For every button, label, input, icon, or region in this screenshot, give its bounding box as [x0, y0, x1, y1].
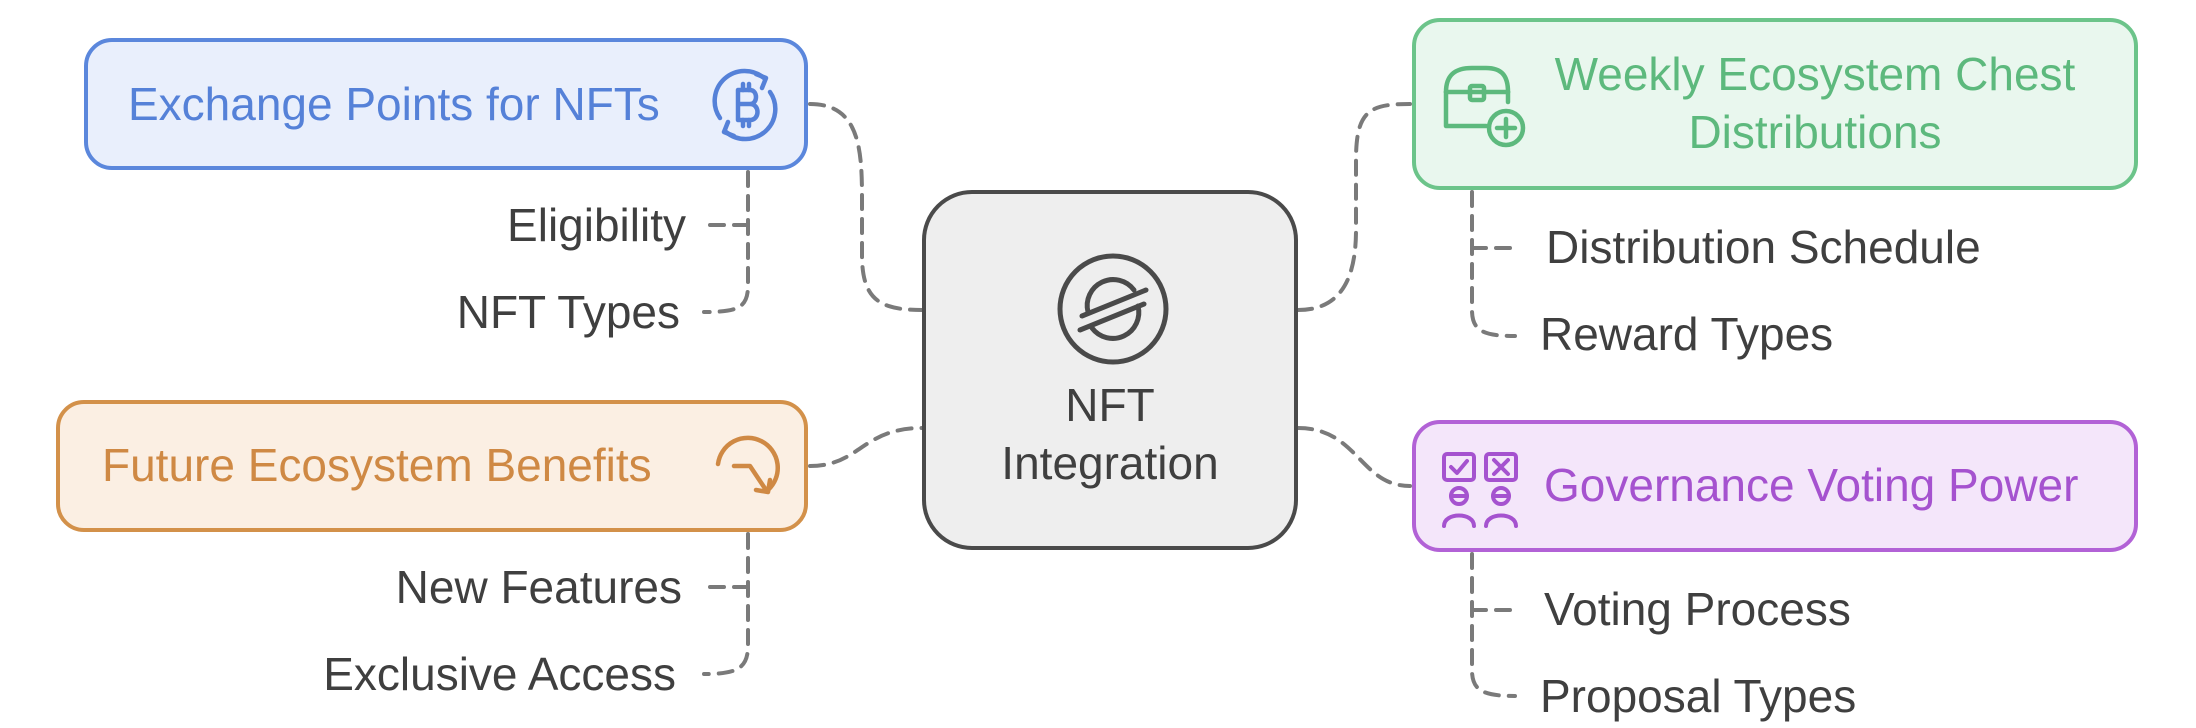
future-item-new-features: New Features — [395, 561, 682, 613]
governance-voting-node — [1412, 420, 2138, 552]
connector-exchange — [808, 102, 924, 312]
center-title: NFT Integration — [922, 376, 1298, 492]
connector-governance — [1296, 426, 1412, 488]
governance-item-proposal-types: Proposal Types — [1540, 670, 1857, 722]
exchange-points-title: Exchange Points for NFTs — [128, 78, 660, 130]
center-node — [922, 190, 1298, 550]
center-title-line2: Integration — [1001, 437, 1219, 489]
connector-weekly — [1296, 102, 1412, 312]
weekly-chest-node — [1412, 18, 2138, 190]
governance-voting-title: Governance Voting Power — [1544, 459, 2079, 511]
weekly-item-distribution-schedule: Distribution Schedule — [1546, 221, 1981, 273]
weekly-chest-title: Weekly Ecosystem Chest Distributions — [1520, 45, 2110, 161]
weekly-item-reward-types: Reward Types — [1540, 308, 1834, 360]
weekly-chest-title-line1: Weekly Ecosystem Chest — [1554, 48, 2076, 100]
stellar-logo-icon — [1057, 253, 1169, 365]
connector-weekly-items — [1470, 190, 1517, 338]
forward-arrow-icon — [715, 435, 780, 495]
exchange-points-node — [84, 38, 808, 170]
connector-future — [808, 426, 924, 468]
exchange-item-nft-types: NFT Types — [456, 286, 680, 338]
bitcoin-exchange-icon — [712, 68, 778, 142]
future-item-exclusive-access: Exclusive Access — [323, 648, 676, 700]
governance-item-voting-process: Voting Process — [1544, 583, 1851, 635]
future-benefits-node — [56, 400, 808, 532]
connector-governance-items — [1470, 552, 1517, 698]
connector-exchange-items — [702, 170, 750, 314]
voters-ballot-icon — [1442, 452, 1518, 528]
connector-future-items — [702, 532, 750, 676]
center-title-line1: NFT — [1065, 379, 1155, 431]
treasure-chest-plus-icon — [1443, 65, 1526, 148]
weekly-chest-title-line2: Distributions — [1688, 106, 1942, 158]
future-benefits-title: Future Ecosystem Benefits — [102, 439, 652, 491]
exchange-item-eligibility: Eligibility — [507, 199, 686, 251]
